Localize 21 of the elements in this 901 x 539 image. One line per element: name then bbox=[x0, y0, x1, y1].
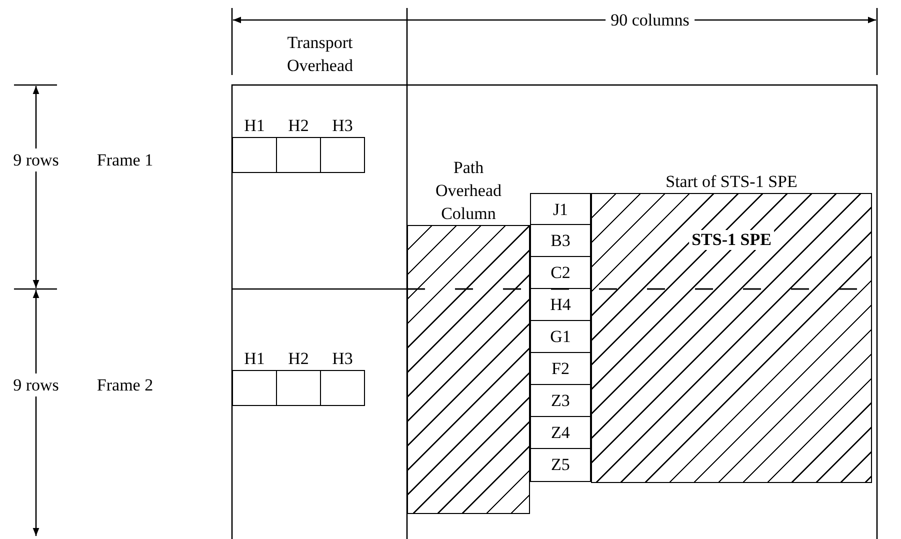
frame-label: Frame 1 bbox=[96, 150, 154, 172]
byte-label: H2 bbox=[288, 115, 309, 137]
payload-heading: Start of STS-1 SPE bbox=[666, 171, 798, 193]
byte-label: H1 bbox=[244, 115, 265, 137]
byte-cell: Z4 bbox=[530, 416, 591, 450]
section-heading: Transport Overhead bbox=[286, 32, 354, 77]
payload-title: STS-1 SPE bbox=[688, 230, 774, 250]
byte-cell: J1 bbox=[530, 193, 591, 226]
byte-cell: F2 bbox=[530, 352, 591, 386]
byte-cell: Z5 bbox=[530, 448, 591, 482]
byte-label: H3 bbox=[332, 348, 353, 370]
byte-cell: C2 bbox=[530, 256, 591, 290]
byte-cell: G1 bbox=[530, 320, 591, 354]
byte-cell: H4 bbox=[530, 288, 591, 322]
column-heading: Path Overhead Column bbox=[434, 157, 503, 225]
byte-label: H2 bbox=[288, 348, 309, 370]
frame-label: Frame 2 bbox=[96, 374, 154, 396]
byte-label: H3 bbox=[332, 115, 353, 137]
byte-cell: B3 bbox=[530, 224, 591, 258]
byte-cell: Z3 bbox=[530, 384, 591, 418]
byte-label: H1 bbox=[244, 348, 265, 370]
